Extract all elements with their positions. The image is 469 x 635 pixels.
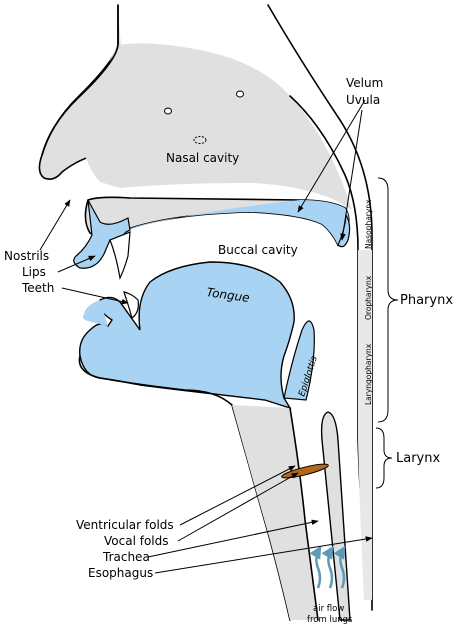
tongue <box>80 262 295 408</box>
nasal-feature-2 <box>237 91 244 97</box>
label-trachea: Trachea <box>102 550 150 564</box>
label-ventricular-folds: Ventricular folds <box>76 518 174 532</box>
arrow-teeth <box>62 288 128 303</box>
label-pharynx: Pharynx <box>400 293 453 308</box>
label-oropharynx: Oropharynx <box>364 275 373 320</box>
nasal-cavity-fill <box>80 43 352 210</box>
label-nasopharynx: Nasopharynx <box>364 199 373 249</box>
label-vocal-folds: Vocal folds <box>104 534 169 548</box>
nasal-feature-1 <box>165 108 172 114</box>
air-flow-arrow-2 <box>328 548 332 588</box>
label-lips: Lips <box>22 265 46 279</box>
air-flow-arrow-1 <box>316 548 320 588</box>
label-esophagus: Esophagus <box>88 566 153 580</box>
label-teeth: Teeth <box>21 281 54 295</box>
esophagus-wall <box>322 412 350 620</box>
arrow-nostrils <box>40 200 70 250</box>
label-nostrils: Nostrils <box>4 249 49 263</box>
upper-tooth <box>110 232 130 278</box>
label-nasal-cavity: Nasal cavity <box>166 151 239 165</box>
larynx-gray <box>232 405 318 620</box>
label-velum: Velum <box>346 76 383 90</box>
pharynx-bracket <box>378 178 398 422</box>
larynx-bracket <box>376 428 392 488</box>
label-buccal-cavity: Buccal cavity <box>218 243 298 257</box>
label-air-flow-line2: from lungs <box>307 615 353 625</box>
label-uvula: Uvula <box>346 93 380 107</box>
label-laryngopharynx: Laryngopharynx <box>364 343 373 405</box>
label-air-flow-line1: air flow <box>313 604 344 614</box>
label-larynx: Larynx <box>396 451 440 466</box>
